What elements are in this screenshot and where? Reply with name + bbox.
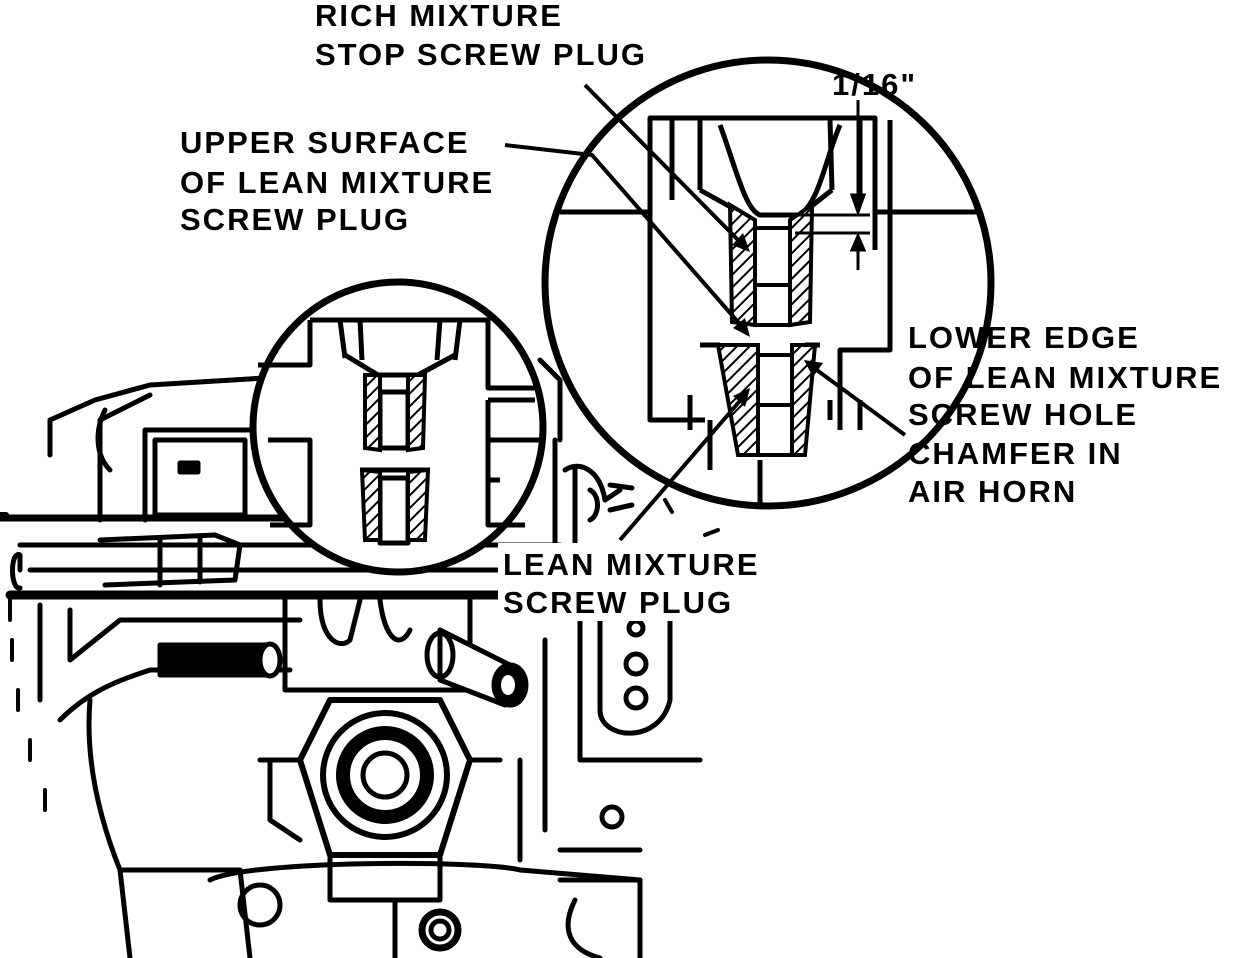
label-upper-surface-line3: SCREW PLUG — [180, 202, 410, 237]
dimension-marker — [790, 100, 870, 270]
label-lean-plug-line2: SCREW PLUG — [503, 585, 733, 620]
arrow-rich-mixture — [732, 233, 750, 252]
callout-rich-mixture-stop: RICH MIXTURE STOP SCREW PLUG — [315, 0, 647, 72]
leader-lower-edge — [808, 363, 907, 437]
callout-lower-edge: LOWER EDGE OF LEAN MIXTURE SCREW HOLE CH… — [908, 320, 1222, 509]
arrowheads — [732, 233, 823, 407]
label-lower-edge-line2: OF LEAN MIXTURE — [908, 360, 1222, 395]
small-inset-view — [249, 278, 547, 576]
label-lower-edge-line4: CHAMFER IN — [908, 436, 1123, 471]
large-inset-view — [541, 56, 995, 510]
arrow-lower-edge — [804, 360, 823, 377]
label-upper-surface-line2: OF LEAN MIXTURE — [180, 165, 494, 200]
callout-upper-surface: UPPER SURFACE OF LEAN MIXTURE SCREW PLUG — [180, 125, 494, 237]
carburetor-body — [0, 357, 720, 958]
label-lower-edge-line3: SCREW HOLE — [908, 397, 1138, 432]
label-lower-edge-line1: LOWER EDGE — [908, 320, 1140, 355]
leader-upper-surface — [504, 143, 747, 332]
leader-rich-mixture — [583, 83, 747, 249]
label-upper-surface-line1: UPPER SURFACE — [180, 125, 470, 160]
leader-lean-plug — [618, 393, 747, 542]
label-dimension: 1/16" — [832, 67, 917, 102]
arrow-upper-surface — [733, 318, 750, 337]
arrow-lean-plug — [733, 388, 750, 407]
label-lean-plug-line1: LEAN MIXTURE — [503, 547, 760, 582]
label-rich-mixture-line1: RICH MIXTURE — [315, 0, 563, 33]
leader-lines — [504, 83, 907, 542]
callout-lean-mixture-plug: LEAN MIXTURE SCREW PLUG — [498, 543, 768, 621]
label-lower-edge-line5: AIR HORN — [908, 474, 1077, 509]
small-inset-circle — [249, 278, 547, 576]
label-rich-mixture-line2: STOP SCREW PLUG — [315, 37, 647, 72]
